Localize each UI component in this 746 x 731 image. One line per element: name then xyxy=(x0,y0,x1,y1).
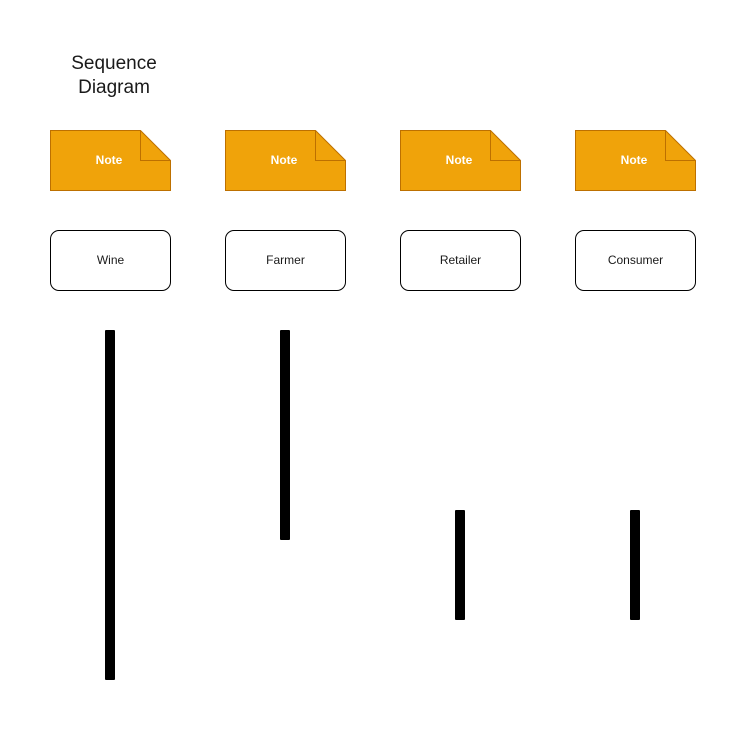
activation-bar-farmer[interactable] xyxy=(280,330,290,540)
note-shape-3[interactable]: Note xyxy=(400,130,521,191)
note-shape-4[interactable]: Note xyxy=(575,130,696,191)
activation-bar-wine[interactable] xyxy=(105,330,115,680)
note-shape-graphic xyxy=(225,130,346,191)
actor-wine[interactable]: Wine xyxy=(50,230,171,291)
note-shape-1[interactable]: Note xyxy=(50,130,171,191)
note-label-1: Note xyxy=(95,153,123,167)
note-label-3: Note xyxy=(445,153,473,167)
note-shape-graphic xyxy=(50,130,171,191)
note-label-4: Note xyxy=(620,153,648,167)
note-shape-graphic xyxy=(575,130,696,191)
diagram-title-line-1: Sequence xyxy=(71,53,157,74)
activation-bar-retailer[interactable] xyxy=(455,510,465,620)
diagram-title-line-2: Diagram xyxy=(78,77,150,98)
note-shape-2[interactable]: Note xyxy=(225,130,346,191)
actor-farmer[interactable]: Farmer xyxy=(225,230,346,291)
actor-retailer[interactable]: Retailer xyxy=(400,230,521,291)
note-label-2: Note xyxy=(270,153,298,167)
note-shape-graphic xyxy=(400,130,521,191)
activation-bar-consumer[interactable] xyxy=(630,510,640,620)
diagram-title: Sequence Diagram xyxy=(54,52,174,100)
actor-consumer[interactable]: Consumer xyxy=(575,230,696,291)
